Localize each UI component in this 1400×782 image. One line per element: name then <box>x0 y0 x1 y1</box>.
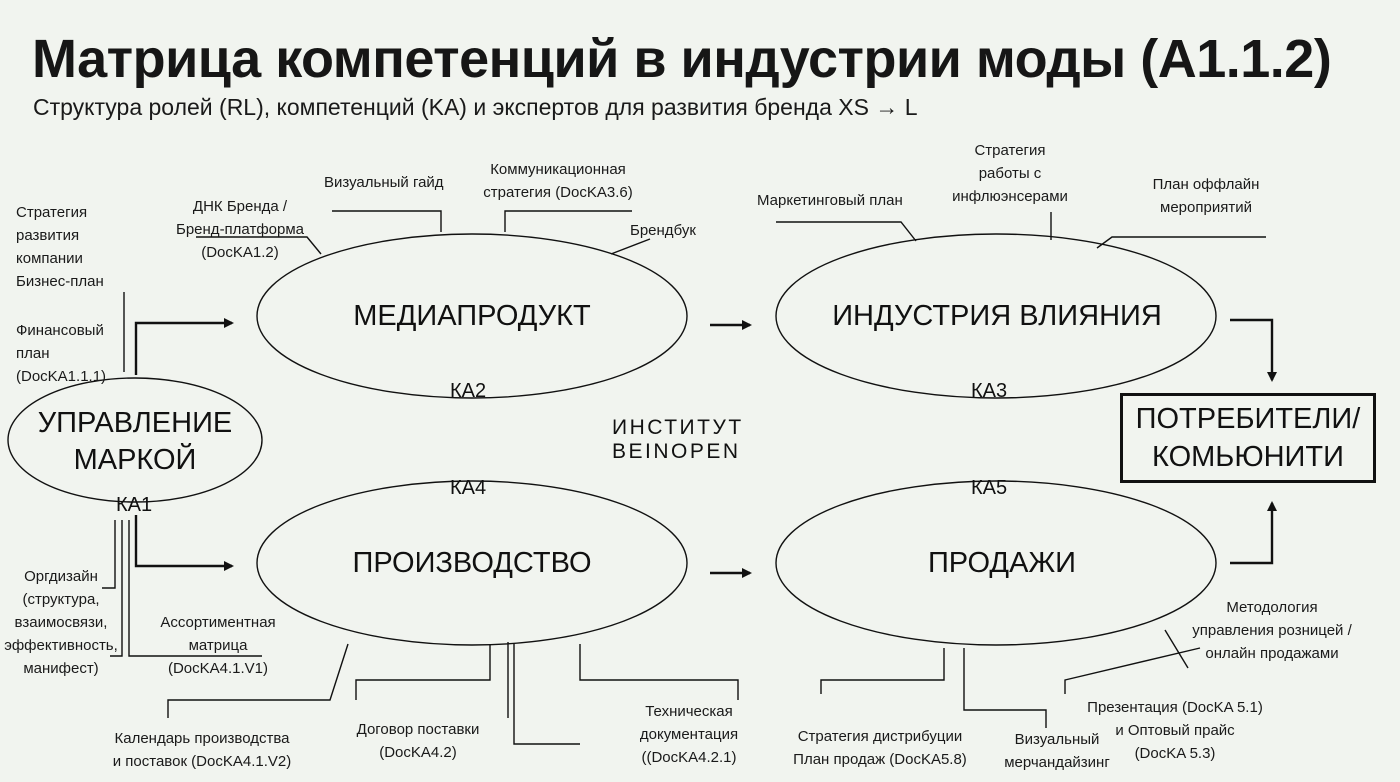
label-offline-line: План оффлайн <box>1152 176 1260 193</box>
ellipse-media <box>256 233 688 399</box>
label-comm-strategy-line: стратегия (DocKA3.6) <box>483 184 633 201</box>
label-finplan-line: (DocKA1.1.1) <box>16 368 107 385</box>
label-visual-guide-line: Визуальный гайд <box>324 174 444 191</box>
label-assortment-line: (DocKA4.1.V1) <box>167 660 269 677</box>
institute-logo-line-1: ИНСТИТУТ <box>612 416 744 439</box>
label-supply-line: (DocKA4.2) <box>379 744 457 761</box>
label-retail-line: управления розницей / <box>1192 622 1352 639</box>
label-visual-guide: Визуальный гайд <box>324 171 444 194</box>
label-strategy-line: развития <box>16 227 80 244</box>
label-offline: План оффлайн мероприятий <box>1140 173 1272 219</box>
label-orgdesign-line: эффективность, <box>4 637 118 654</box>
label-dna-line: ДНК Бренда / <box>192 198 288 215</box>
label-comm-strategy: Коммуникационная стратегия (DocKA3.6) <box>474 158 642 204</box>
page-subtitle: Структура ролей (RL), компетенций (KA) и… <box>33 94 918 120</box>
node-sales-label: ПРОДАЖИ <box>927 547 1077 579</box>
label-calendar-line: Календарь производства <box>114 730 290 747</box>
label-influencer: Стратегия работы с инфлюэнсерами <box>940 139 1080 208</box>
label-distribution-line: План продаж (DocKA5.8) <box>793 751 967 768</box>
label-offline-line: мероприятий <box>1160 199 1252 216</box>
node-media-code: КА2 <box>450 380 487 402</box>
label-retail: Методология управления розницей / онлайн… <box>1180 596 1364 665</box>
page-title: Матрица компетенций в индустрии моды (A1… <box>32 29 1332 89</box>
label-brandbook-line: Брендбук <box>630 222 696 239</box>
label-techdoc-line: документация <box>639 726 739 743</box>
label-retail-line: онлайн продажами <box>1205 645 1339 662</box>
label-influencer-line: инфлюэнсерами <box>952 188 1068 205</box>
label-finplan: Финансовый план (DocKA1.1.1) <box>16 319 106 388</box>
label-strategy-line: Бизнес-план <box>16 273 104 290</box>
label-presentation: Презентация (DocKA 5.1) и Оптовый прайс … <box>1082 696 1268 765</box>
label-orgdesign: Оргдизайн (структура, взаимосвязи, эффек… <box>0 565 122 680</box>
label-merch-line: мерчандайзинг <box>1004 754 1110 771</box>
node-influence-label: ИНДУСТРИЯ ВЛИЯНИЯ <box>832 300 1162 332</box>
node-influence-code: КА3 <box>971 380 1008 402</box>
label-retail-line: Методология <box>1226 599 1318 616</box>
label-orgdesign-line: Оргдизайн <box>24 568 98 585</box>
label-assortment: Ассортиментная матрица (DocKA4.1.V1) <box>146 611 290 680</box>
label-dna: ДНК Бренда / Бренд-платформа (DocKA1.2) <box>160 195 320 264</box>
node-brand-label: УПРАВЛЕНИЕ МАРКОЙ <box>18 405 252 479</box>
node-brand-line-2: МАРКОЙ <box>73 444 197 476</box>
label-supply: Договор поставки (DocKA4.2) <box>340 718 496 764</box>
label-supply-line: Договор поставки <box>356 721 480 738</box>
node-consumers-line-2: КОМЬЮНИТИ <box>1152 441 1344 473</box>
label-dna-line: Бренд-платформа <box>176 221 304 238</box>
label-influencer-line: Стратегия <box>974 142 1046 159</box>
label-marketing-plan-line: Маркетинговый план <box>757 192 903 209</box>
label-strategy-line: компании <box>16 250 83 267</box>
label-calendar-line: и поставок (DocKA4.1.V2) <box>112 753 292 770</box>
node-brand-code: КА1 <box>116 494 153 516</box>
label-finplan-line: план <box>16 345 50 362</box>
node-sales-code: КА5 <box>971 477 1008 499</box>
label-marketing-plan: Маркетинговый план <box>757 189 903 212</box>
node-consumers: ПОТРЕБИТЕЛИ/ КОМЬЮНИТИ <box>1120 393 1376 483</box>
label-influencer-line: работы с <box>978 165 1042 182</box>
node-consumers-line-1: ПОТРЕБИТЕЛИ/ <box>1135 403 1361 435</box>
label-orgdesign-line: взаимосвязи, <box>14 614 108 631</box>
label-presentation-line: (DocKA 5.3) <box>1134 745 1216 762</box>
label-distribution-line: Стратегия дистрибуции <box>797 728 963 745</box>
label-techdoc-line: ((DocKA4.2.1) <box>641 749 737 766</box>
label-strategy-line: Стратегия <box>16 204 88 221</box>
label-orgdesign-line: манифест) <box>23 660 99 677</box>
ellipse-sales <box>775 480 1217 646</box>
ellipse-production <box>256 480 688 646</box>
ellipse-brand <box>7 377 263 503</box>
label-finplan-line: Финансовый <box>16 322 104 339</box>
node-media-label: МЕДИАПРОДУКТ <box>353 300 591 332</box>
label-distribution: Стратегия дистрибуции План продаж (DocKA… <box>780 725 980 771</box>
label-brandbook: Брендбук <box>630 219 696 242</box>
label-presentation-line: и Оптовый прайс <box>1115 722 1235 739</box>
label-presentation-line: Презентация (DocKA 5.1) <box>1087 699 1263 716</box>
label-calendar: Календарь производства и поставок (DocKA… <box>96 727 308 773</box>
institute-logo-line-2: BEINOPEN <box>612 440 741 463</box>
label-dna-line: (DocKA1.2) <box>201 244 279 261</box>
node-brand-line-1: УПРАВЛЕНИЕ <box>37 407 233 439</box>
node-production-label: ПРОИЗВОДСТВО <box>352 547 592 579</box>
ellipse-influence <box>775 233 1217 399</box>
label-assortment-line: Ассортиментная <box>160 614 276 631</box>
label-techdoc-line: Техническая <box>645 703 733 720</box>
institute-logo: ИНСТИТУТ BEINOPEN <box>612 416 744 464</box>
label-orgdesign-line: (структура, <box>22 591 100 608</box>
label-assortment-line: матрица <box>188 637 248 654</box>
label-techdoc: Техническая документация ((DocKA4.2.1) <box>624 700 754 769</box>
label-merch: Визуальный мерчандайзинг <box>990 728 1124 774</box>
label-comm-strategy-line: Коммуникационная <box>490 161 626 178</box>
label-merch-line: Визуальный <box>1014 731 1100 748</box>
label-strategy: Стратегия развития компании Бизнес-план <box>16 201 104 293</box>
node-production-code: КА4 <box>450 477 487 499</box>
